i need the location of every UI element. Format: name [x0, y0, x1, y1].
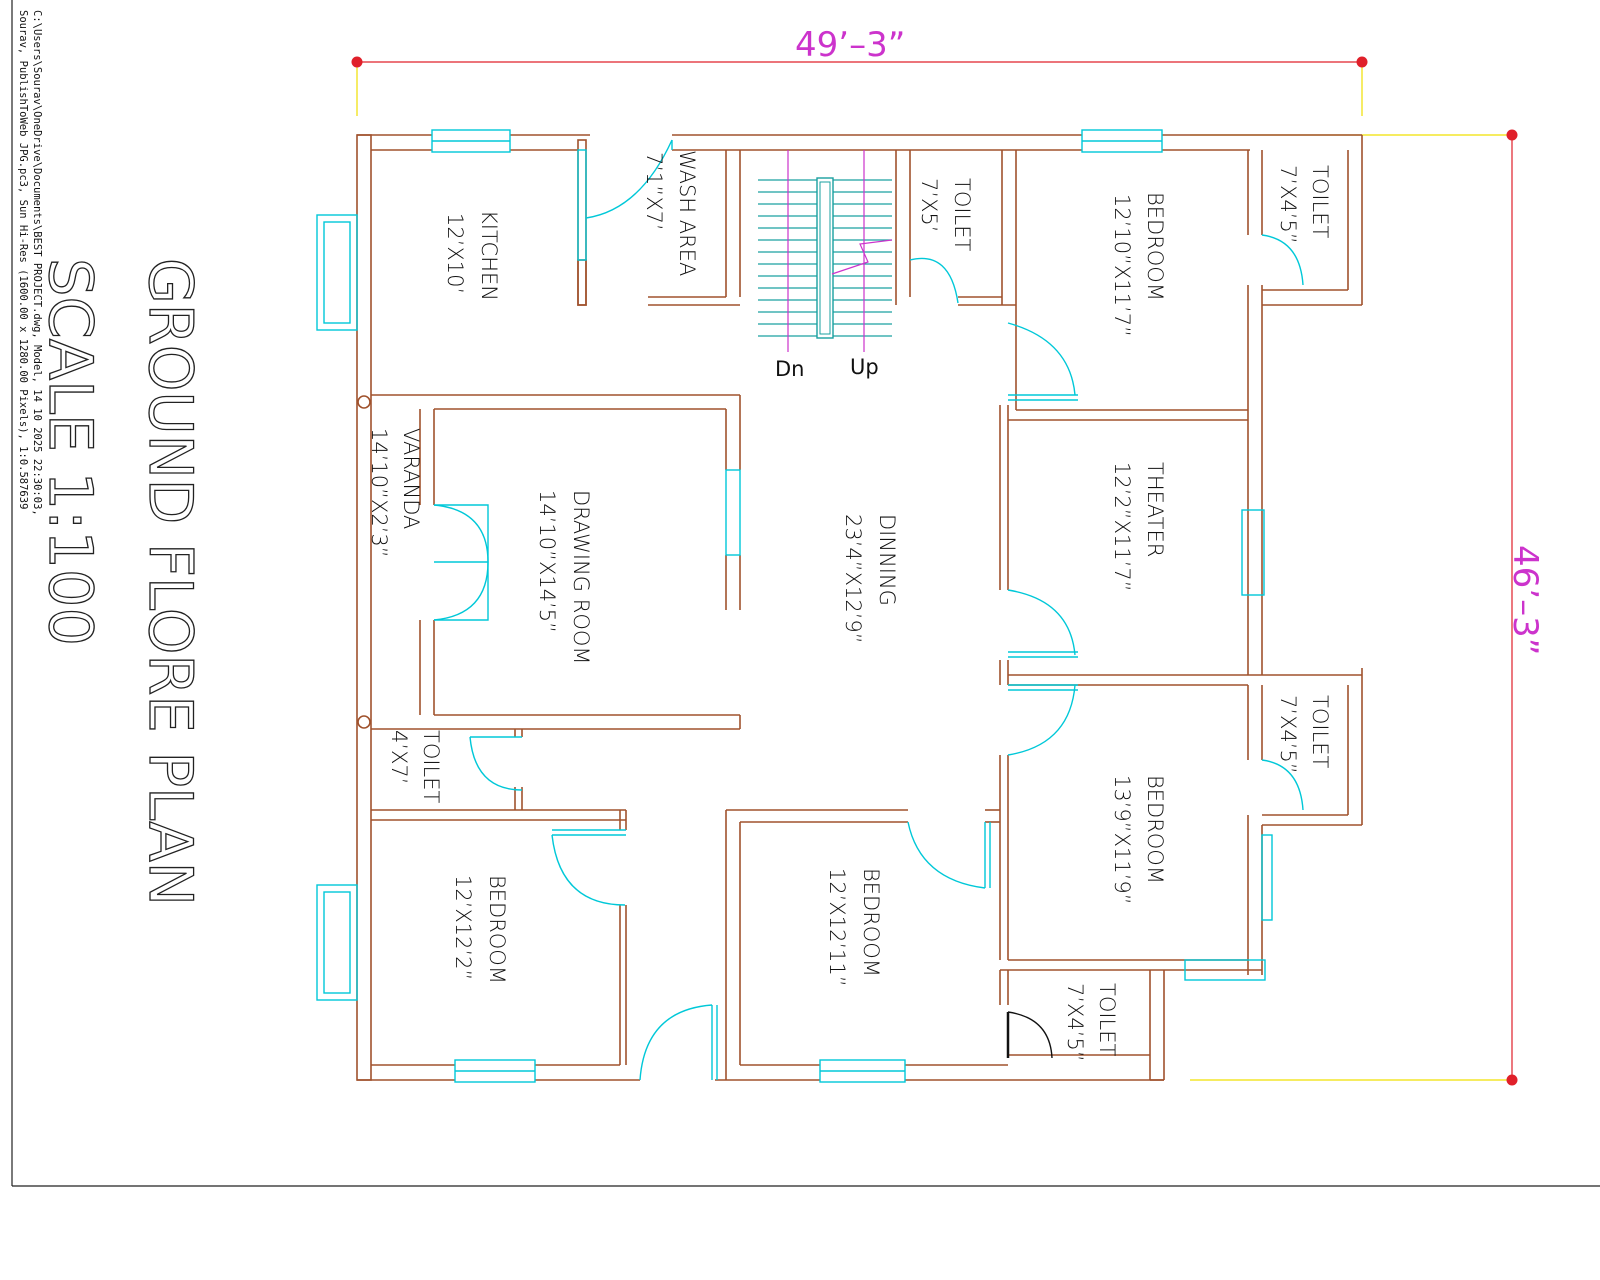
file-path-block: C:\Users\Sourav\OneDrive\Documents\BEST …: [17, 10, 43, 516]
room-bedroom-right-name: BEDROOM: [1143, 775, 1167, 884]
windows: [316, 129, 1273, 1083]
room-bedroom-top-size: 12’10”X11’7”: [1110, 194, 1134, 337]
room-bedroom-bottom-left-name: BEDROOM: [485, 875, 509, 984]
room-theater-name: THEATER: [1143, 462, 1167, 557]
file-path-line1: C:\Users\Sourav\OneDrive\Documents\BEST …: [31, 10, 43, 516]
room-varanda-size: 14’10”X2’3”: [367, 428, 391, 558]
doors: [433, 139, 1304, 1081]
room-drawing-size: 14’10”X14’5”: [535, 490, 559, 633]
stair-down-label: Dn: [775, 357, 804, 381]
room-bedroom-bottom-mid-name: BEDROOM: [859, 868, 883, 977]
room-kitchen-name: KITCHEN: [477, 210, 501, 301]
room-kitchen-size: 12’X10’: [443, 213, 467, 294]
room-toilet-varanda-name: TOILET: [419, 730, 443, 804]
room-bedroom-bottom-mid-size: 12’X12’11”: [825, 868, 849, 987]
room-drawing-name: DRAWING ROOM: [569, 490, 593, 665]
room-wash-name: WASH AREA: [675, 150, 699, 276]
room-bedroom-bottom-left-size: 12’X12’2”: [451, 875, 475, 980]
dimension-width-label: 49’–3”: [795, 25, 905, 65]
room-toilet-stair-name: TOILET: [950, 178, 974, 252]
room-toilet-mid-right-size: 7’X4’5”: [1276, 695, 1300, 774]
room-toilet-mid-right-name: TOILET: [1308, 695, 1332, 769]
stair-up-label: Up: [850, 355, 879, 379]
room-labels: KITCHEN 12’X10’ WASH AREA 7’1”X7’ TOILET…: [367, 150, 1332, 1062]
room-toilet-top-right-size: 7’X4’5”: [1276, 165, 1300, 244]
room-toilet-bottom-name: TOILET: [1095, 983, 1119, 1057]
dimension-depth-label: 46’–3”: [1505, 545, 1545, 655]
room-dinning-size: 23’4”X12’9”: [841, 514, 865, 644]
room-toilet-top-right-name: TOILET: [1308, 165, 1332, 239]
room-toilet-varanda-size: 4’X7’: [387, 730, 411, 784]
dimension-width: 49’–3”: [351, 25, 1368, 116]
sheet-border: [11, 0, 1600, 1187]
drawing-scale: SCALE 1:100: [35, 258, 105, 646]
drawing-title: GROUND FLORE PLAN: [135, 258, 205, 906]
dimension-depth: 46’–3”: [1190, 129, 1545, 1086]
room-bedroom-top-name: BEDROOM: [1143, 192, 1167, 301]
room-wash-size: 7’1”X7’: [642, 152, 666, 231]
file-path-line2: Sourav, PublishToWeb JPG.pc3, Sun Hi-Res…: [17, 10, 29, 509]
room-dinning-name: DINNING: [875, 514, 899, 606]
room-bedroom-right-size: 13’9”X11’9”: [1110, 775, 1134, 905]
room-varanda-name: VARANDA: [399, 428, 423, 529]
room-toilet-stair-size: 7’X5’: [917, 178, 941, 232]
staircase: Dn Up: [758, 150, 893, 381]
room-toilet-bottom-size: 7’X4’5”: [1063, 983, 1087, 1062]
room-theater-size: 12’2”X11’7”: [1110, 462, 1134, 592]
